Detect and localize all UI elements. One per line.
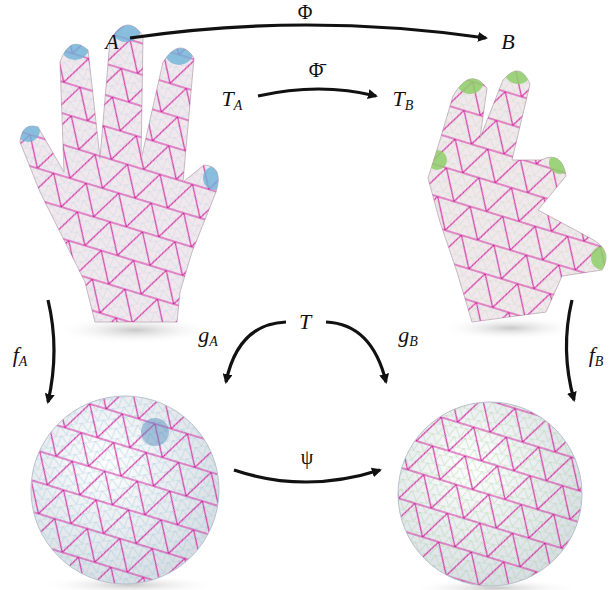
- map-symbol: fB: [589, 344, 604, 369]
- surface-symbol: A: [105, 31, 118, 53]
- triangulation-symbol: TA: [222, 88, 243, 113]
- triangulation-symbol: T: [299, 311, 311, 333]
- map-symbol: gA: [198, 324, 218, 349]
- map-symbol: gB: [398, 324, 418, 349]
- surface-symbol: B: [501, 31, 514, 53]
- map-symbol: Φ: [298, 2, 313, 22]
- triangulation-symbol: TB: [393, 88, 414, 113]
- map-symbol: fA: [13, 344, 28, 369]
- map-symbol: ψ: [301, 447, 314, 467]
- map-symbol: Φ̄: [309, 60, 324, 80]
